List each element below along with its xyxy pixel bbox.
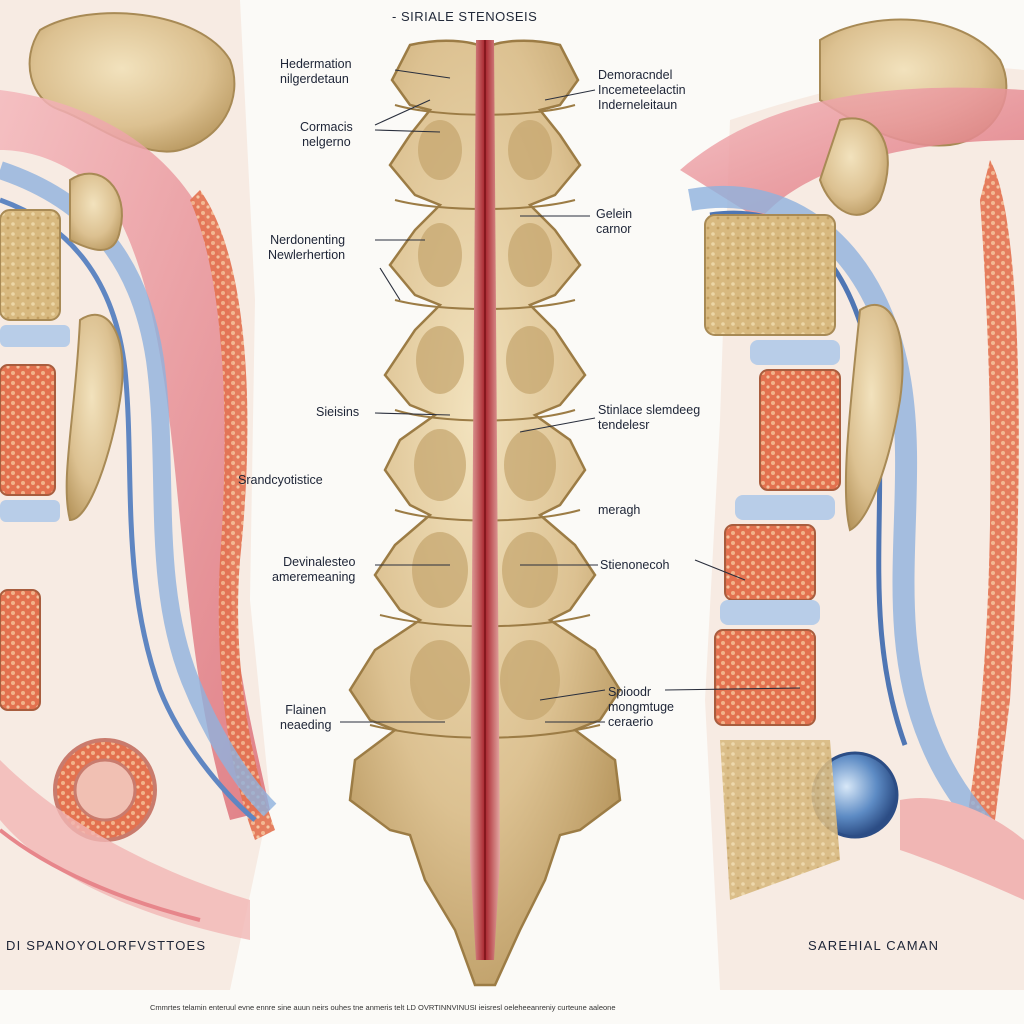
label-line: Sieisins	[316, 405, 360, 419]
label-line: Flainen	[285, 703, 327, 717]
label-line: Spioodr	[608, 685, 652, 699]
label-line: carnor	[596, 222, 632, 236]
label-line: Stinlace slemdeeg	[598, 403, 701, 417]
label-line: Nerdonenting	[270, 233, 346, 247]
label-line: meragh	[598, 503, 641, 517]
label-line: Demoracndel	[598, 68, 673, 82]
left-posterior-tissue	[190, 190, 275, 840]
label-sieisins: Sieisins	[316, 405, 359, 420]
left-vertebra-1	[0, 209, 61, 321]
label-line: Hedermation	[280, 57, 352, 71]
facet-shading	[410, 120, 560, 720]
label-line: nelgerno	[302, 135, 351, 149]
right-disc-3	[720, 600, 820, 625]
caption-right: SAREHIAL CAMAN	[808, 938, 940, 953]
left-muscle	[0, 90, 270, 820]
diagram-title: - SIRIALE STENOSEIS	[392, 9, 538, 24]
left-sagittal-panel	[0, 0, 277, 990]
label-line: Newlerhertion	[268, 248, 346, 262]
label-line: Cormacis	[300, 120, 353, 134]
caption-left: DI SPANOYOLORFVSTTOES	[6, 938, 207, 953]
left-facet-bone	[69, 172, 123, 251]
left-disc-1	[0, 325, 70, 347]
label-line: Inderneleitaun	[598, 98, 678, 112]
label-line: Incemeteelactin	[598, 83, 686, 97]
left-vertebra-3	[0, 589, 41, 711]
right-vertebra-2	[759, 369, 841, 491]
left-vertebra-2	[0, 364, 56, 496]
left-facet-bone-2	[65, 313, 124, 522]
label-line: ameremeaning	[272, 570, 356, 584]
right-vertebra-4	[714, 629, 816, 726]
label-line: ceraerio	[608, 715, 654, 729]
label-line: neaeding	[280, 718, 332, 732]
label-stienonecoh: Stienonecoh	[600, 558, 670, 573]
leader-lines	[340, 69, 801, 723]
right-vertebra-1	[704, 214, 836, 336]
label-line: Stienonecoh	[600, 558, 670, 572]
center-spine	[348, 39, 622, 987]
label-line: Srandcyotistice	[238, 473, 323, 487]
label-meragh: meragh	[598, 503, 640, 518]
right-disc-2	[735, 495, 835, 520]
label-line: Gelein	[596, 207, 633, 221]
label-line: Devinalesteo	[283, 555, 356, 569]
left-disc-2	[0, 500, 60, 522]
footnote: Cmmrtes telamin enteruul evne ennre sine…	[150, 1003, 616, 1012]
label-line: tendelesr	[598, 418, 650, 432]
right-sagittal-panel	[680, 18, 1024, 991]
right-facet-bone-2	[844, 303, 904, 532]
label-line: mongmtuge	[608, 700, 675, 714]
right-disc-1	[750, 340, 840, 365]
right-vertebra-3	[724, 524, 816, 601]
label-srandcyoti: Srandcyotistice	[238, 473, 323, 488]
right-facet-bone	[818, 117, 889, 216]
label-line: nilgerdetaun	[280, 72, 349, 86]
